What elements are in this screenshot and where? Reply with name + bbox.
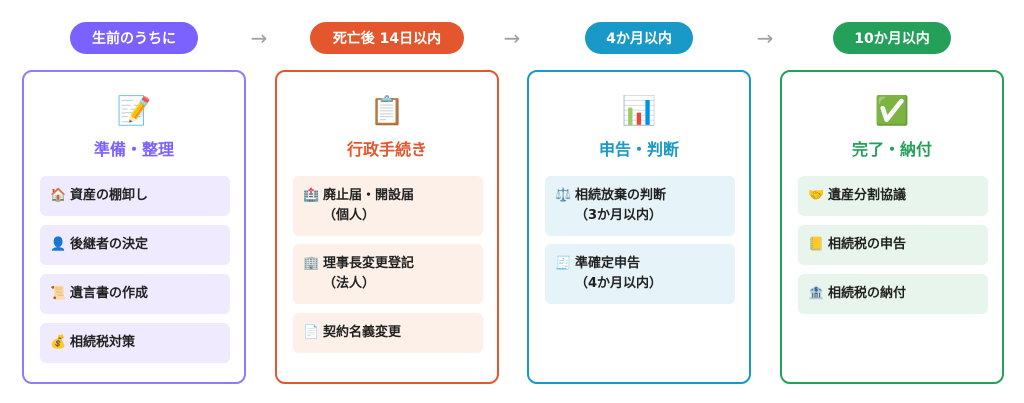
- list-item: 👤後継者の決定: [40, 225, 230, 265]
- handshake-icon: 🤝: [808, 188, 825, 203]
- bar-chart-icon: 📊: [621, 93, 657, 127]
- document-icon: 📄: [303, 325, 320, 340]
- check-mark-icon: ✅: [874, 93, 910, 127]
- clipboard-icon: 📋: [369, 93, 405, 127]
- list-item: 🏢理事長変更登記 （法人）: [293, 244, 483, 304]
- stage-4-pill-label: 10か月以内: [854, 31, 930, 47]
- money-bag-icon: 💰: [50, 335, 67, 350]
- list-item-label: 準確定申告 （4か月以内）: [575, 256, 663, 291]
- list-item: 📄契約名義変更: [293, 313, 483, 353]
- stage-3-pill-label: 4か月以内: [606, 31, 672, 47]
- list-item-label: 遺産分割協議: [828, 188, 907, 203]
- memo-icon: 📝: [116, 93, 152, 127]
- stage-3-title: 申告・判断: [598, 140, 679, 159]
- list-item-label: 後継者の決定: [70, 237, 149, 252]
- house-icon: 🏠: [50, 188, 67, 203]
- list-item: 🧾準確定申告 （4か月以内）: [545, 244, 735, 304]
- list-item: 📒相続税の申告: [798, 225, 988, 265]
- list-item: 🤝遺産分割協議: [798, 176, 988, 216]
- list-item: 📜遺言書の作成: [40, 274, 230, 314]
- list-item: 🏦相続税の納付: [798, 274, 988, 314]
- list-item-label: 理事長変更登記 （法人）: [323, 256, 415, 291]
- stage-4-card: ✅ 完了・納付 🤝遺産分割協議 📒相続税の申告 🏦相続税の納付: [780, 70, 1004, 384]
- list-item-label: 遺言書の作成: [70, 286, 149, 301]
- stage-3-card: 📊 申告・判断 ⚖️相続放棄の判断 （3か月以内） 🧾準確定申告 （4か月以内）: [527, 70, 751, 384]
- list-item-label: 相続税の納付: [828, 286, 907, 301]
- arrow-right-icon: →: [503, 26, 521, 50]
- stage-4-title: 完了・納付: [851, 140, 932, 159]
- list-item-label: 相続税の申告: [828, 237, 907, 252]
- stage-1-title: 準備・整理: [93, 140, 174, 159]
- list-item: 🏥廃止届・開設届 （個人）: [293, 176, 483, 236]
- list-item: 💰相続税対策: [40, 323, 230, 363]
- stage-1-pill: 生前のうちに: [70, 22, 198, 54]
- stage-3-pill: 4か月以内: [585, 22, 693, 54]
- ledger-icon: 📒: [808, 237, 825, 252]
- list-item-label: 契約名義変更: [323, 325, 402, 340]
- stage-4-pill: 10か月以内: [833, 22, 951, 54]
- hospital-icon: 🏥: [303, 188, 320, 203]
- stage-2-pill: 死亡後 14日以内: [310, 22, 464, 54]
- person-icon: 👤: [50, 237, 67, 252]
- list-item: ⚖️相続放棄の判断 （3か月以内）: [545, 176, 735, 236]
- stage-2-pill-label: 死亡後 14日以内: [332, 31, 442, 47]
- list-item-label: 廃止届・開設届 （個人）: [323, 188, 415, 223]
- stage-1-pill-label: 生前のうちに: [92, 31, 176, 47]
- list-item-label: 相続放棄の判断 （3か月以内）: [575, 188, 667, 223]
- arrow-right-icon: →: [756, 26, 774, 50]
- list-item-label: 資産の棚卸し: [70, 188, 149, 203]
- arrow-right-icon: →: [250, 26, 268, 50]
- list-item: 🏠資産の棚卸し: [40, 176, 230, 216]
- bank-icon: 🏦: [808, 286, 825, 301]
- stage-2-title: 行政手続き: [346, 140, 427, 159]
- receipt-icon: 🧾: [555, 256, 572, 271]
- scroll-icon: 📜: [50, 286, 67, 301]
- list-item-label: 相続税対策: [70, 335, 136, 350]
- office-building-icon: 🏢: [303, 256, 320, 271]
- stage-2-card: 📋 行政手続き 🏥廃止届・開設届 （個人） 🏢理事長変更登記 （法人） 📄契約名…: [275, 70, 499, 384]
- stage-1-card: 📝 準備・整理 🏠資産の棚卸し 👤後継者の決定 📜遺言書の作成 💰相続税対策: [22, 70, 246, 384]
- scales-icon: ⚖️: [555, 188, 572, 203]
